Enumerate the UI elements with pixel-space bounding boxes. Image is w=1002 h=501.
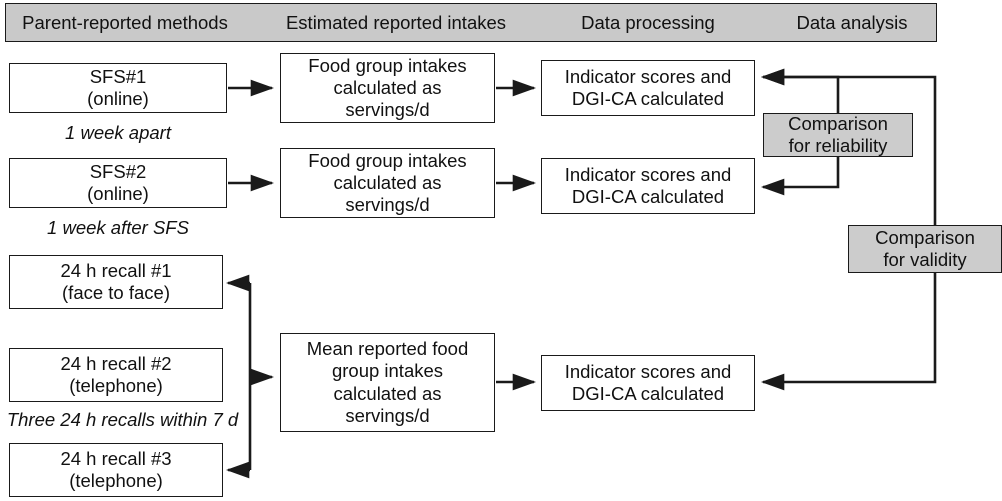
box-food-group-2-line1: Food group intakes (308, 149, 467, 171)
box-food-group-1-line1: Food group intakes (308, 54, 467, 76)
box-food-group-intakes-2[interactable]: Food group intakes calculated as serving… (280, 148, 495, 218)
box-sfs2[interactable]: SFS#2 (online) (9, 158, 227, 208)
box-mean-line3: calculated as (333, 382, 442, 404)
arrow-validity-to-indicator3 (760, 272, 937, 391)
box-recall1[interactable]: 24 h recall #1 (face to face) (9, 255, 223, 309)
box-reliability-line1: Comparison (788, 112, 888, 134)
box-sfs1[interactable]: SFS#1 (online) (9, 63, 227, 113)
header-band (5, 3, 937, 42)
box-recall1-line2: (face to face) (62, 282, 170, 303)
box-indicator-3-line1: Indicator scores and (564, 360, 732, 382)
box-reliability-line2: for reliability (788, 135, 888, 156)
box-sfs1-line1: SFS#1 (89, 65, 147, 87)
box-food-group-intakes-1[interactable]: Food group intakes calculated as serving… (280, 53, 495, 123)
arrow-reliability-to-indicator2 (760, 153, 840, 196)
box-recall1-line1: 24 h recall #1 (60, 259, 172, 281)
box-indicator-1-line1: Indicator scores and (564, 65, 732, 87)
box-indicator-scores-2[interactable]: Indicator scores and DGI-CA calculated (541, 158, 755, 214)
box-indicator-3-line2: DGI-CA calculated (571, 383, 725, 404)
box-validity-line2: for validity (883, 249, 967, 270)
box-indicator-scores-3[interactable]: Indicator scores and DGI-CA calculated (541, 355, 755, 411)
annotation-one-week-apart: 1 week apart (65, 122, 171, 143)
box-recall2[interactable]: 24 h recall #2 (telephone) (9, 348, 223, 402)
box-mean-line1: Mean reported food (306, 338, 469, 360)
box-indicator-2-line2: DGI-CA calculated (571, 186, 725, 207)
header-column-estimated-reported-intakes: Estimated reported intakes (285, 12, 507, 33)
box-sfs2-line1: SFS#2 (89, 160, 147, 182)
box-validity-line1: Comparison (875, 226, 975, 248)
annotation-one-week-after-sfs: 1 week after SFS (47, 217, 189, 238)
box-recall2-line1: 24 h recall #2 (60, 352, 172, 374)
box-mean-line4: servings/d (345, 404, 430, 426)
box-food-group-1-line2: calculated as (333, 76, 442, 98)
box-food-group-1-line3: servings/d (345, 99, 430, 121)
box-recall3-line2: (telephone) (69, 470, 163, 491)
header-column-parent-reported-methods: Parent-reported methods (22, 12, 228, 33)
box-recall3[interactable]: 24 h recall #3 (telephone) (9, 443, 223, 497)
box-food-group-2-line3: servings/d (345, 194, 430, 216)
box-recall2-line2: (telephone) (69, 375, 163, 396)
box-food-group-2-line2: calculated as (333, 171, 442, 193)
box-comparison-for-validity[interactable]: Comparison for validity (848, 225, 1002, 273)
box-comparison-for-reliability[interactable]: Comparison for reliability (763, 113, 913, 157)
box-indicator-1-line2: DGI-CA calculated (571, 88, 725, 109)
header-column-data-analysis: Data analysis (796, 12, 908, 33)
box-sfs1-line2: (online) (87, 88, 149, 109)
box-mean-food-group-intakes[interactable]: Mean reported food group intakes calcula… (280, 333, 495, 432)
box-mean-line2: group intakes (331, 360, 444, 382)
annotation-three-recalls: Three 24 h recalls within 7 d (6, 409, 239, 430)
box-indicator-2-line1: Indicator scores and (564, 163, 732, 185)
arrow-reliability-to-indicator1 (760, 68, 840, 115)
box-sfs2-line2: (online) (87, 183, 149, 204)
box-indicator-scores-1[interactable]: Indicator scores and DGI-CA calculated (541, 60, 755, 116)
header-column-data-processing: Data processing (581, 12, 715, 33)
box-recall3-line1: 24 h recall #3 (60, 447, 172, 469)
